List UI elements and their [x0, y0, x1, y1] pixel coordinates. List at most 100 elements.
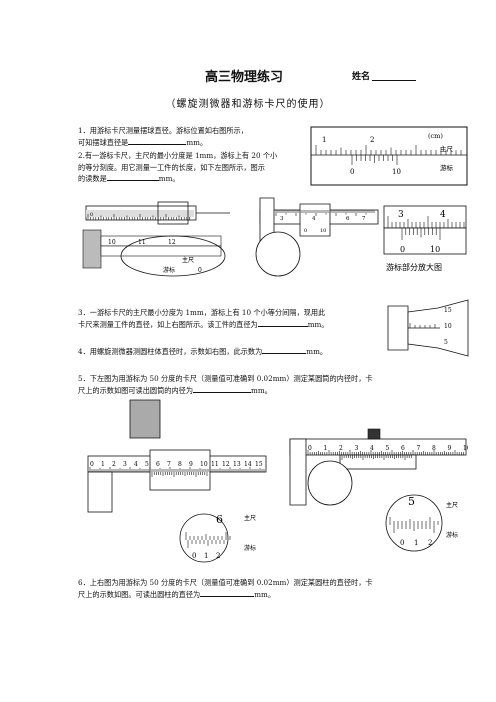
fig5l-main-num: 5: [145, 461, 149, 468]
fig5l-main-num: 13: [233, 461, 241, 468]
fig5l-main-num: 9: [189, 461, 193, 468]
fig5r-main-num: 3: [355, 445, 359, 452]
fig5r-main-label: 主尺: [446, 501, 458, 509]
fig5r-main-num: 6: [401, 445, 405, 452]
fig-q3-zoom-main-1: 4: [440, 210, 446, 220]
question-5: 5．下左图为用游标为 50 分度的卡尺（测量值可准确到 0.02mm）测定某圆筒…: [78, 373, 373, 396]
fig5r-zoom-vern-2: 2: [428, 539, 432, 547]
fig5r-main-num: 7: [417, 445, 421, 452]
fig-q3-zoom-vern-0: 0: [400, 245, 405, 254]
fig-q2-main-label: 主尺: [182, 256, 194, 264]
figure-q4-micrometer: 15 10 5: [387, 299, 469, 357]
figure-q2-caliper: 0 10 11 12 主尺 游标 0: [82, 201, 230, 277]
question-6: 6．上右图为用游标为 50 分度的卡尺（测量值可准确到 0.02mm）测定某圆柱…: [78, 577, 373, 600]
q2-line1: 2.有一游标卡尺，主尺的最小分度是 1mm，游标上有 20 个小: [78, 151, 278, 160]
fig-q2-vern-num-0: 0: [198, 267, 202, 274]
fig5r-main-num: 4: [370, 445, 374, 452]
q4-answer-blank[interactable]: [262, 346, 307, 354]
q6-answer-blank[interactable]: [200, 589, 255, 597]
fig-q3-zoom-vern-1: 10: [430, 245, 440, 254]
q3-line1: 3．一游标卡尺的主尺最小分度为 1mm，游标上有 10 个小等分间隔，现用此: [78, 308, 326, 317]
fig-micro-num-0: 15: [444, 307, 452, 314]
fig1-main-label: 主尺: [440, 144, 454, 153]
fig-q3-main-num-1: 4: [312, 216, 316, 222]
fig1-unit-label: (cm): [428, 132, 443, 140]
q2-line2: 的等分刻度。用它测量一工件的长度，如下左图所示，图示: [78, 162, 265, 172]
fig-q3-vern-num-0: 0: [304, 228, 307, 234]
fig5l-zoom-vern-2: 2: [216, 552, 220, 560]
fig-q3-zoom-main-0: 3: [398, 210, 404, 220]
fig5l-zoom-vern-0: 0: [192, 552, 196, 560]
fig5l-main-num: 8: [178, 461, 182, 468]
name-blank[interactable]: [372, 80, 416, 81]
fig-q2-main-scale: 0: [90, 212, 93, 218]
fig5l-zoom-main: 6: [216, 513, 223, 526]
figure-q6-caliper: 0 1 2 3 4 5 6 7 8 9 10 5 0 1 2 主尺 游标: [289, 428, 468, 552]
fig-q2-lower-num-2: 12: [168, 239, 176, 246]
fig5r-main-num: 9: [448, 445, 452, 452]
fig5l-main-num: 2: [112, 461, 116, 468]
fig5l-vernier-label: 游标: [244, 544, 256, 552]
q5-line1: 5．下左图为用游标为 50 分度的卡尺（测量值可准确到 0.02mm）测定某圆筒…: [78, 374, 373, 383]
fig5l-main-num: 6: [156, 461, 160, 468]
fig-q3-main-num-2: 6: [346, 216, 350, 222]
fig5l-main-num: 7: [167, 461, 171, 468]
fig-q2-lower-num-0: 10: [108, 239, 116, 246]
fig-q3-main-num-0: 3: [280, 216, 284, 222]
page-title: 高三物理练习: [205, 70, 284, 85]
fig-q2-lower-num-1: 11: [138, 239, 146, 246]
fig5l-main-num: 3: [123, 461, 127, 468]
fig5r-zoom-main: 5: [408, 495, 415, 508]
fig1-vern-num-0: 0: [350, 168, 354, 176]
figure-q3-caliper: 3 4 6 7 0 10: [255, 197, 379, 277]
fig5r-main-num: 2: [339, 445, 343, 452]
fig-q3-main-num-3: 7: [362, 216, 366, 222]
fig5l-main-num: 0: [90, 461, 94, 468]
fig5l-main-num: 14: [244, 461, 252, 468]
name-label: 姓名: [352, 72, 371, 82]
question-3: 3．一游标卡尺的主尺最小分度为 1mm，游标上有 10 个小等分间隔，现用此 卡…: [78, 307, 329, 330]
q5-answer-blank[interactable]: [193, 385, 252, 393]
fig-micro-num-1: 10: [444, 323, 452, 330]
figure-q3-zoom: 3 4 0 10 游标部分放大图: [383, 205, 467, 272]
question-2: 2.有一游标卡尺，主尺的最小分度是 1mm，游标上有 20 个小 的等分刻度。用…: [78, 150, 277, 185]
fig5r-main-num: 0: [308, 445, 312, 452]
fig5r-main-num: 10: [463, 445, 468, 452]
figure-q1-vernier: 1 2 (cm) 主尺 0 10 游标: [310, 126, 468, 186]
q3-answer-blank[interactable]: [257, 319, 308, 327]
fig1-vernier-label: 游标: [440, 163, 454, 172]
fig5r-main-num: 8: [432, 445, 436, 452]
fig1-main-num-0: 1: [322, 136, 326, 144]
fig-q3-zoom-caption: 游标部分放大图: [386, 262, 442, 272]
page-subtitle: （螺旋测微器和游标卡尺的使用）: [165, 99, 331, 110]
fig5l-main-num: 12: [222, 461, 230, 468]
q1-answer-blank[interactable]: [128, 137, 187, 145]
fig5l-main-num: 1: [101, 461, 105, 468]
fig5r-main-num: 1: [324, 445, 328, 452]
fig-q3-vern-num-1: 10: [320, 228, 326, 234]
q6-line1: 6．上右图为用游标为 50 分度的卡尺（测量值可准确到 0.02mm）测定某圆柱…: [78, 578, 373, 587]
fig1-vern-num-1: 10: [392, 168, 401, 176]
fig5l-main-num: 15: [255, 461, 263, 468]
q1-line1: 1．用游标卡尺测量摆球直径。游标位置如右图所示，: [78, 126, 248, 135]
fig5r-zoom-vern-1: 1: [414, 539, 418, 547]
fig-q2-vernier-label: 游标: [163, 266, 175, 274]
fig5l-zoom-vern-1: 1: [204, 552, 208, 560]
fig-micro-num-2: 5: [444, 339, 448, 346]
fig5r-vernier-label: 游标: [446, 531, 458, 539]
fig5r-main-num: 5: [386, 445, 390, 452]
fig5r-zoom-vern-0: 0: [400, 539, 404, 547]
fig5l-main-num: 10: [200, 461, 208, 468]
fig5l-main-label: 主尺: [244, 514, 256, 522]
q2-answer-blank[interactable]: [106, 173, 159, 182]
fig5l-main-num: 11: [211, 461, 219, 468]
fig1-main-num-1: 2: [370, 136, 374, 144]
